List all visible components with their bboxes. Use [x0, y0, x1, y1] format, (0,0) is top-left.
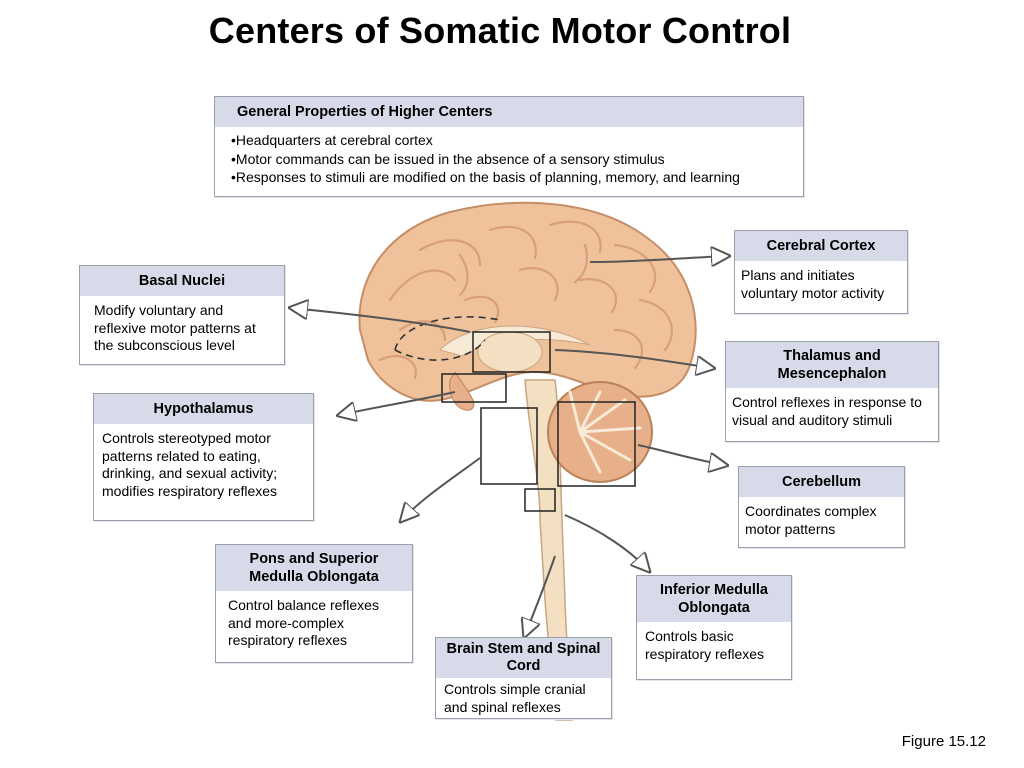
figure-label: Figure 15.12 — [901, 733, 986, 750]
pons-box: Pons and Superior Medulla Oblongata Cont… — [215, 544, 413, 663]
basal-nuclei-heading: Basal Nuclei — [80, 266, 284, 296]
basal-nuclei-outline — [394, 316, 501, 351]
cerebellum-heading: Cerebellum — [739, 467, 904, 497]
inferior-medulla-heading: Inferior Medulla Oblongata — [637, 576, 791, 622]
general-properties-heading: General Properties of Higher Centers — [215, 97, 803, 127]
pons-text: Control balance reflexes and more-comple… — [228, 597, 379, 648]
basal-nuclei-box: Basal Nuclei Modify voluntary and reflex… — [79, 265, 285, 365]
list-item: Motor commands can be issued in the abse… — [231, 150, 795, 169]
general-properties-box: General Properties of Higher Centers Hea… — [214, 96, 804, 197]
thalamus-heading: Thalamus and Mesencephalon — [726, 342, 938, 388]
hypothalamus-box: Hypothalamus Controls stereotyped motor … — [93, 393, 314, 521]
cerebellum-box: Cerebellum Coordinates complex motor pat… — [738, 466, 905, 548]
hypothalamus-shape — [449, 371, 475, 411]
brain-stem-box: Brain Stem and Spinal Cord Controls simp… — [435, 637, 612, 719]
region-markers — [441, 331, 636, 512]
page-title: Centers of Somatic Motor Control — [208, 10, 792, 51]
basal-nuclei-text: Modify voluntary and reflexive motor pat… — [94, 302, 256, 353]
hypothalamus-heading: Hypothalamus — [94, 394, 313, 424]
brain-stem-heading: Brain Stem and Spinal Cord — [436, 638, 611, 678]
cerebral-cortex-text: Plans and initiates voluntary motor acti… — [741, 267, 885, 301]
arbor-vitae — [568, 390, 642, 474]
list-item: Responses to stimuli are modified on the… — [231, 168, 795, 187]
hypothalamus-text: Controls stereotyped motor patterns rela… — [102, 430, 278, 499]
inferior-medulla-box: Inferior Medulla Oblongata Controls basi… — [636, 575, 792, 680]
cerebral-cortex-box: Cerebral Cortex Plans and initiates volu… — [734, 230, 908, 314]
thalamus-shape — [477, 331, 543, 373]
thalamus-box: Thalamus and Mesencephalon Control refle… — [725, 341, 939, 442]
general-properties-list: Headquarters at cerebral cortex Motor co… — [215, 127, 803, 189]
pons-heading: Pons and Superior Medulla Oblongata — [216, 545, 412, 591]
cerebral-cortex-heading: Cerebral Cortex — [735, 231, 907, 261]
gyri-texture — [378, 220, 673, 380]
arrows — [292, 256, 727, 635]
thalamus-text: Control reflexes in response to visual a… — [732, 394, 922, 428]
cerebellum-text: Coordinates complex motor patterns — [745, 503, 877, 537]
list-item: Headquarters at cerebral cortex — [231, 131, 795, 150]
brain-stem-text: Controls simple cranial and spinal refle… — [444, 681, 586, 715]
inferior-medulla-text: Controls basic respiratory reflexes — [645, 628, 765, 662]
